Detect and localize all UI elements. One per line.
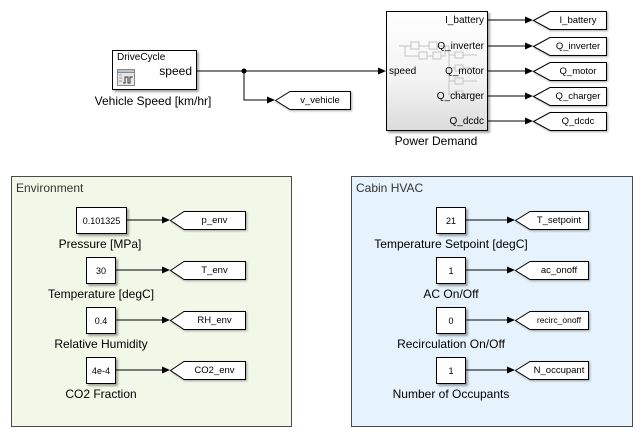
drive-cycle-title: DriveCycle — [117, 52, 166, 63]
port-q-charger: Q_charger — [436, 91, 484, 102]
drive-cycle-speed-port: speed — [159, 64, 192, 78]
goto-i-battery[interactable]: I_battery — [532, 11, 607, 30]
goto-ac-onoff-tag: ac_onoff — [540, 265, 578, 276]
goto-q-charger-tag: Q_charger — [555, 91, 601, 102]
power-demand-subsystem[interactable]: speed I_battery Q_inverter Q_motor Q_cha… — [386, 11, 488, 131]
goto-t-env[interactable]: T_env — [169, 261, 246, 280]
port-q-dcdc: Q_dcdc — [449, 116, 484, 127]
branch-junction — [241, 68, 247, 74]
port-q-motor: Q_motor — [445, 66, 484, 77]
goto-recirc-onoff[interactable]: recirc_onoff — [514, 311, 589, 330]
goto-co2-env-tag: CO2_env — [194, 365, 235, 376]
constant-temperature[interactable]: 30 — [86, 257, 116, 284]
goto-t-env-tag: T_env — [201, 265, 228, 276]
constant-pressure[interactable]: 0.101325 — [76, 207, 127, 234]
goto-q-motor[interactable]: Q_motor — [532, 62, 607, 81]
goto-p-env[interactable]: p_env — [169, 211, 246, 230]
constant-ac-onoff[interactable]: 1 — [436, 257, 466, 284]
goto-i-battery-tag: I_battery — [559, 15, 597, 26]
ac-onoff-label: AC On/Off — [423, 287, 479, 301]
goto-co2-env[interactable]: CO2_env — [169, 361, 246, 380]
goto-recirc-onoff-tag: recirc_onoff — [536, 315, 582, 325]
power-demand-label: Power Demand — [394, 134, 478, 148]
goto-q-inverter-tag: Q_inverter — [555, 41, 601, 52]
goto-ac-onoff[interactable]: ac_onoff — [514, 261, 589, 280]
environment-area[interactable]: Environment — [11, 176, 292, 427]
n-occupant-label: Number of Occupants — [392, 387, 510, 401]
port-q-inverter: Q_inverter — [437, 41, 484, 52]
subsystem-icon — [397, 37, 482, 102]
goto-t-setpoint[interactable]: T_setpoint — [514, 211, 589, 230]
goto-rh-env[interactable]: RH_env — [169, 311, 246, 330]
temperature-label: Temperature [degC] — [47, 287, 155, 301]
constant-n-occupant[interactable]: 1 — [436, 357, 466, 384]
goto-v-vehicle[interactable]: v_vehicle — [274, 91, 351, 110]
co2-fraction-label: CO2 Fraction — [65, 387, 137, 401]
drive-cycle-block[interactable]: DriveCycle speed — [112, 50, 197, 90]
constant-relative-humidity[interactable]: 0.4 — [86, 307, 116, 334]
goto-q-charger[interactable]: Q_charger — [532, 87, 607, 106]
relative-humidity-label: Relative Humidity — [54, 337, 148, 351]
environment-area-title: Environment — [16, 181, 84, 195]
goto-t-setpoint-tag: T_setpoint — [536, 215, 582, 226]
cabin-hvac-area-title: Cabin HVAC — [356, 181, 424, 195]
power-demand-speed-input: speed — [389, 66, 417, 77]
temperature-setpoint-label: Temperature Setpoint [degC] — [374, 237, 528, 251]
recirc-onoff-label: Recirculation On/Off — [397, 337, 505, 351]
drive-cycle-label: Vehicle Speed [km/hr] — [94, 94, 212, 108]
constant-temperature-setpoint[interactable]: 21 — [436, 207, 466, 234]
port-i-battery: I_battery — [445, 15, 484, 26]
goto-p-env-tag: p_env — [201, 215, 228, 226]
v-vehicle-branch-line — [243, 71, 275, 104]
goto-v-vehicle-tag: v_vehicle — [300, 95, 340, 106]
goto-q-dcdc[interactable]: Q_dcdc — [532, 112, 607, 131]
goto-rh-env-tag: RH_env — [197, 315, 232, 326]
goto-n-occupant[interactable]: N_occupant — [514, 361, 589, 380]
goto-q-dcdc-tag: Q_dcdc — [561, 116, 595, 127]
constant-co2-fraction[interactable]: 4e-4 — [86, 357, 116, 384]
constant-recirc-onoff[interactable]: 0 — [436, 307, 466, 334]
goto-n-occupant-tag: N_occupant — [533, 365, 585, 376]
signal-builder-icon — [117, 69, 135, 86]
pressure-label: Pressure [MPa] — [58, 237, 142, 251]
goto-q-inverter[interactable]: Q_inverter — [532, 37, 607, 56]
goto-q-motor-tag: Q_motor — [559, 66, 597, 77]
